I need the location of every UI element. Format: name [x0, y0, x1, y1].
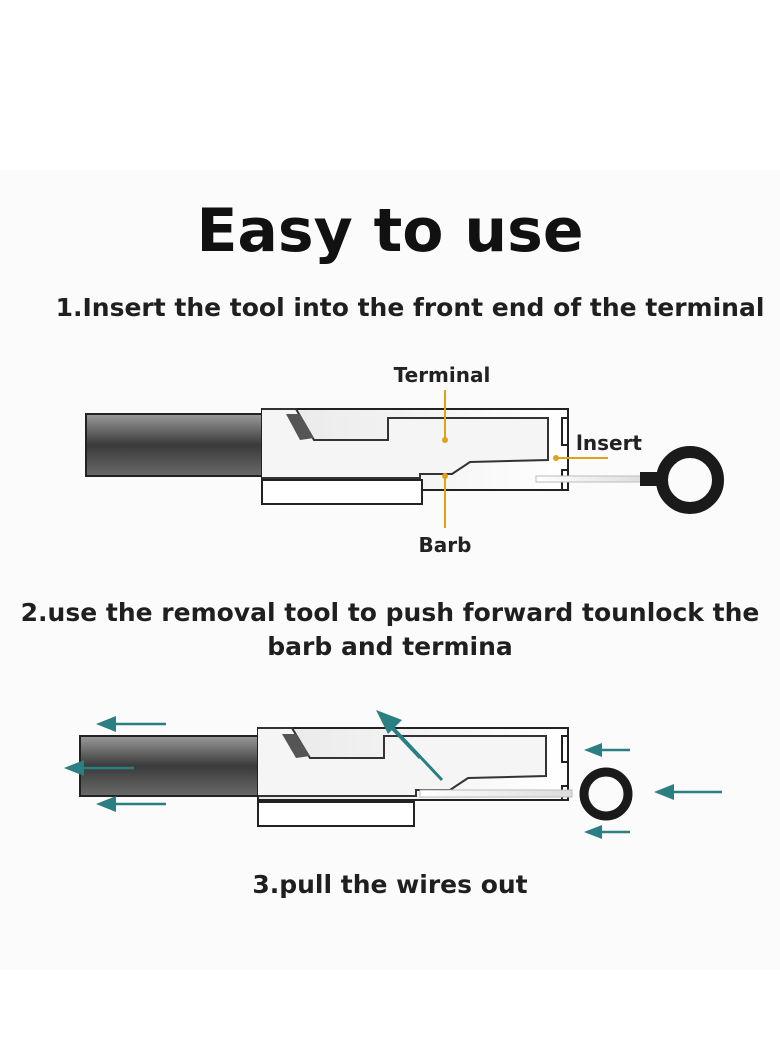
ring-tool-2 — [579, 767, 633, 821]
wire-2 — [79, 735, 265, 797]
barb-callout: Barb — [419, 473, 472, 557]
diagram-2 — [64, 710, 722, 839]
insert-pin-1 — [535, 475, 651, 483]
diagram-1: Terminal lnsert Barb — [85, 363, 724, 557]
crimp-1 — [286, 414, 314, 440]
arrow-right-bottom — [584, 825, 630, 839]
insert-label: lnsert — [576, 431, 642, 455]
page-title: Easy to use — [196, 196, 584, 266]
content-panel — [0, 170, 780, 970]
step-3-text: 3.pull the wires out — [252, 870, 528, 899]
arrow-right-top — [584, 743, 630, 757]
crimp-2 — [282, 734, 310, 758]
step-1-text: 1.Insert the tool into the front end of … — [55, 293, 765, 322]
pull-arrows-left — [64, 716, 166, 812]
arrow-left-middle — [64, 760, 134, 776]
base-rail-1 — [261, 479, 423, 505]
push-arrows-right — [584, 743, 722, 839]
arrow-right-middle — [654, 784, 722, 800]
base-rail-2 — [257, 801, 415, 827]
terminal-body-2 — [258, 727, 547, 797]
arrow-left-top — [96, 716, 166, 732]
ring-tool-neck-1 — [640, 472, 666, 486]
terminal-callout: Terminal — [394, 363, 491, 443]
barb-label: Barb — [419, 533, 472, 557]
terminal-body-1 — [262, 408, 549, 479]
lift-arrow — [376, 710, 444, 782]
ring-tool-1 — [656, 446, 724, 514]
housing-end-2 — [556, 727, 569, 800]
step-2-text: 2.use the removal tool to push forward t… — [20, 598, 760, 661]
wire-1 — [85, 413, 273, 477]
terminal-label: Terminal — [394, 363, 491, 387]
housing-end-1 — [556, 408, 569, 490]
insert-callout: lnsert — [553, 431, 642, 461]
arrow-left-bottom — [96, 796, 166, 812]
insert-pin-2 — [419, 789, 573, 798]
